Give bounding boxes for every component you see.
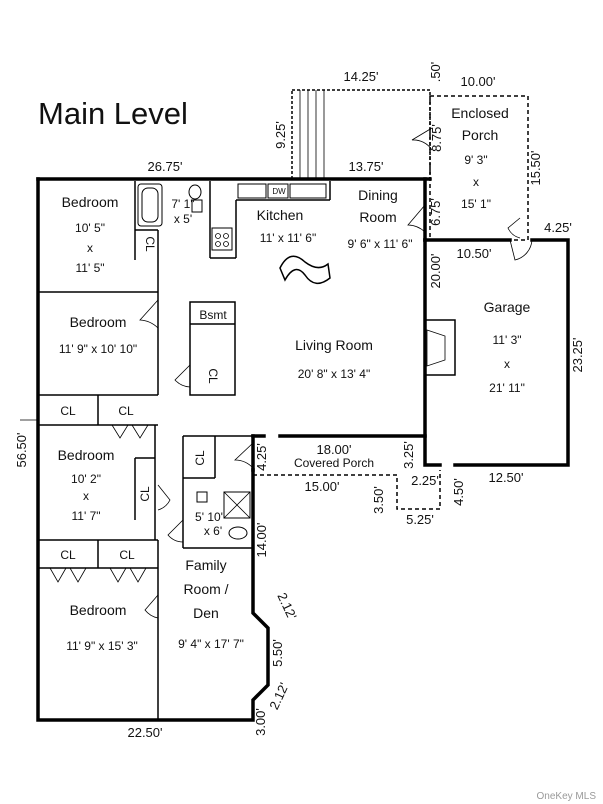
dim-garage-right: 23.25' (570, 337, 585, 372)
porch-dim2: 15' 1" (461, 197, 491, 211)
porch-dim1: 9' 3" (464, 153, 487, 167)
bedroom2-dims: 11' 9" x 10' 10" (59, 342, 137, 356)
dim-bay-top: 2.12' (274, 590, 299, 622)
bedroom3-x: x (83, 489, 89, 503)
dim-porch-left: 8.75' (429, 124, 444, 152)
closet-label: CL (119, 548, 135, 562)
closet-label: CL (60, 548, 76, 562)
bedroom4-name: Bedroom (70, 602, 127, 618)
deck (291, 89, 431, 180)
dim-porch-top: 10.00' (460, 74, 495, 89)
dim-garage-bottom: 12.50' (488, 470, 523, 485)
garage-dim2: 21' 11" (489, 381, 525, 395)
bedroom1-x: x (87, 241, 93, 255)
room-labels: Bedroom 10' 5" x 11' 5" 7' 1" x 5' Kitch… (58, 105, 531, 653)
dim-porch-gap: .50' (428, 62, 443, 83)
bsmt-label: Bsmt (199, 308, 227, 322)
closet-doors (49, 424, 149, 583)
dim-deck-top: 14.25' (343, 69, 378, 84)
bath2-dim1: 5' 10" (195, 510, 225, 524)
family-name2: Room / (183, 581, 228, 597)
dim-family-bottom: 3.00' (253, 708, 268, 736)
dim-bay-bottom: 2.12' (266, 680, 291, 712)
closet-label: CL (118, 404, 134, 418)
family-name1: Family (185, 557, 226, 573)
dim-garage-top: 10.50' (456, 246, 491, 261)
dim-deck-side: 9.25' (273, 121, 288, 149)
family-name3: Den (193, 605, 219, 621)
dim-house-bottom: 22.50' (127, 725, 162, 740)
dim-cp-top: 18.00' (316, 442, 351, 457)
bedroom1-dim1: 10' 5" (75, 221, 105, 235)
bedroom3-name: Bedroom (58, 447, 115, 463)
kitchen-name: Kitchen (257, 207, 304, 223)
porch-name1: Enclosed (451, 105, 509, 121)
closet-label: CL (193, 450, 207, 466)
dim-step-bottom: 5.25' (406, 512, 434, 527)
plan-title: Main Level (38, 96, 188, 131)
dim-house-left: 56.50' (14, 432, 29, 467)
dim-step-right: 4.50' (451, 478, 466, 506)
porch-name2: Porch (462, 127, 499, 143)
door-swings (20, 127, 533, 619)
dim-garage-left: 20.00' (428, 253, 443, 288)
dim-porch-right: 15.50' (528, 150, 543, 185)
dim-garage-offset: 4.25' (544, 220, 572, 235)
bsmt-closet-label: CL (206, 368, 220, 384)
dim-step-w: 2.25' (411, 473, 439, 488)
dim-family-side: 14.00' (254, 522, 269, 557)
closet-label: CL (60, 404, 76, 418)
family-dims: 9' 4" x 17' 7" (178, 637, 244, 651)
bedroom4-dims: 11' 9" x 15' 3" (66, 639, 138, 653)
dim-cp-right: 3.25' (401, 441, 416, 469)
bedroom2-name: Bedroom (70, 314, 127, 330)
dim-dining-side: 6.75' (428, 198, 443, 226)
closet-label: CL (138, 486, 152, 502)
garage-x: x (504, 357, 510, 371)
covered-porch (253, 470, 441, 510)
bedroom1-name: Bedroom (62, 194, 119, 210)
dim-house-top: 26.75' (147, 159, 182, 174)
fireplace (424, 319, 456, 376)
bedroom3-dim2: 11' 7" (71, 509, 100, 523)
dishwasher-label: DW (272, 187, 286, 196)
bedroom3-dim1: 10' 2" (71, 472, 101, 486)
watermark: OneKey MLS (537, 791, 597, 802)
dining-name2: Room (359, 209, 396, 225)
garage-dim1: 11' 3" (492, 333, 521, 347)
dim-dining-top: 13.75' (348, 159, 383, 174)
living-dims: 20' 8" x 13' 4" (298, 367, 370, 381)
porch-x: x (473, 175, 479, 189)
bath1-dim1: 7' 1" (171, 197, 194, 211)
interior-walls (38, 181, 331, 720)
closet-label: CL (143, 236, 157, 252)
dim-cp-left: 4.25' (254, 443, 269, 471)
bath1-dim2: x 5' (174, 212, 192, 226)
bedroom1-dim2: 11' 5" (75, 261, 104, 275)
fixtures (137, 183, 327, 540)
dim-cp-bottom: 15.00' (304, 479, 339, 494)
bath2-dim2: x 6' (204, 524, 222, 538)
dining-name1: Dining (358, 187, 398, 203)
garage-name: Garage (484, 299, 531, 315)
living-name: Living Room (295, 337, 373, 353)
closet-labels: CL CL CL CL CL CL CL DW (60, 187, 286, 562)
enclosed-porch (429, 95, 529, 241)
dim-step-h: 3.50' (371, 486, 386, 514)
dim-bay-mid: 5.50' (270, 639, 285, 667)
covered-porch-name: Covered Porch (294, 456, 374, 470)
dining-dims: 9' 6" x 11' 6" (348, 237, 413, 251)
kitchen-dims: 11' x 11' 6" (260, 231, 316, 245)
